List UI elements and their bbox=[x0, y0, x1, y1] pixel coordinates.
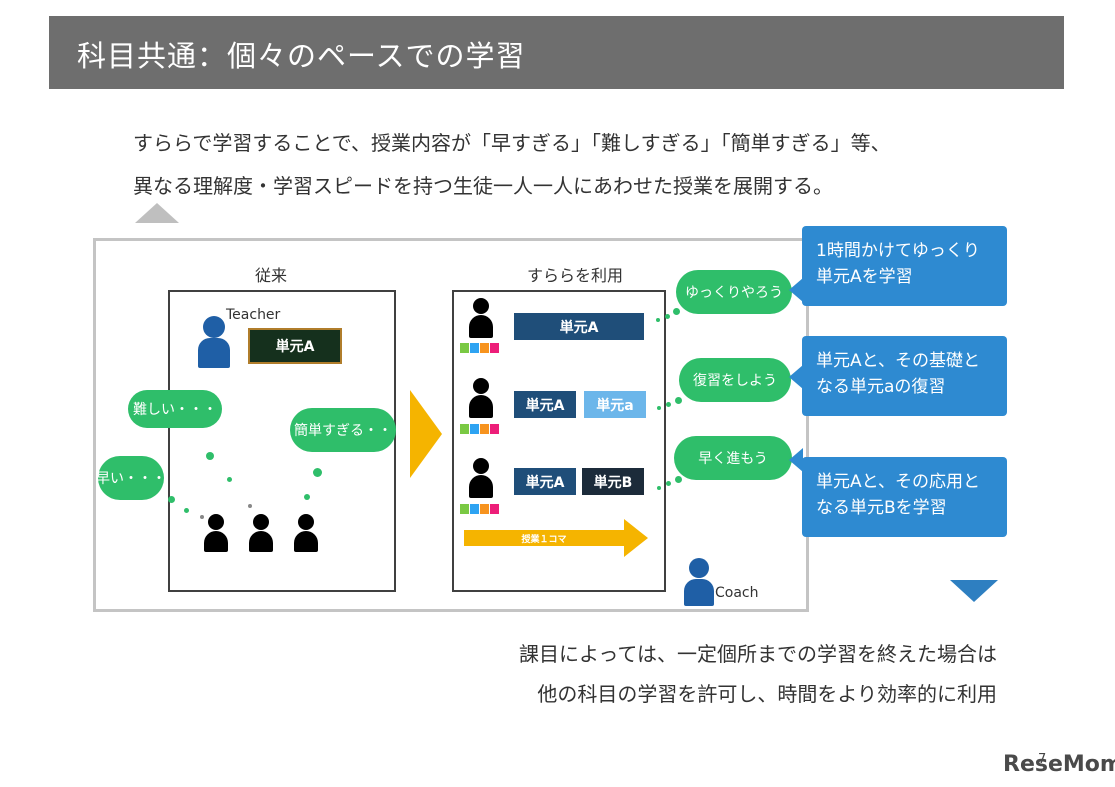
callout-pointer bbox=[789, 448, 803, 472]
thought-dot bbox=[248, 504, 252, 508]
header-bar: 科目共通：個々のペースでの学習 bbox=[49, 16, 1064, 89]
cloud-advance: 早く進もう bbox=[676, 438, 790, 478]
unit-block: 単元A bbox=[514, 313, 644, 340]
callout-pointer bbox=[789, 365, 803, 389]
surara-logo-icon bbox=[460, 343, 499, 353]
student-person-icon bbox=[469, 378, 493, 418]
thought-dot bbox=[675, 397, 682, 404]
brand-logo: ReseMom bbox=[1003, 752, 1115, 777]
thought-dot bbox=[673, 308, 680, 315]
diagram-frame bbox=[93, 238, 809, 612]
unit-block: 単元A bbox=[514, 468, 576, 495]
page-number: 7 bbox=[1038, 752, 1047, 767]
page-title: 科目共通：個々のペースでの学習 bbox=[77, 39, 526, 73]
thought-dot bbox=[656, 318, 660, 322]
cloud-slow: ゆっくりやろう bbox=[678, 272, 790, 312]
scroll-up-triangle bbox=[135, 203, 179, 223]
thought-dot bbox=[168, 496, 175, 503]
bottom-line-1: 課目によっては、一定個所までの学習を終えた場合は bbox=[519, 642, 997, 666]
callout-line: 単元Aと、その基礎と bbox=[816, 351, 980, 371]
surara-logo-icon bbox=[460, 504, 499, 514]
scroll-down-triangle bbox=[950, 580, 998, 602]
thought-dot bbox=[675, 476, 682, 483]
thought-dot bbox=[304, 494, 310, 500]
callout-advance: 単元Aと、その応用と なる単元Bを学習 bbox=[802, 457, 1007, 537]
thought-dot bbox=[184, 508, 189, 513]
traditional-heading: 従来 bbox=[255, 266, 288, 285]
thought-dot bbox=[657, 486, 661, 490]
surara-logo-icon bbox=[460, 424, 499, 434]
thought-dot bbox=[206, 452, 214, 460]
intro-line-2: 異なる理解度・学習スピードを持つ生徒一人一人にあわせた授業を展開する。 bbox=[133, 174, 833, 198]
transition-arrow bbox=[410, 390, 442, 478]
callout-pointer bbox=[789, 278, 803, 302]
unit-block: 単元a bbox=[584, 391, 646, 418]
cloud-review: 復習をしよう bbox=[681, 360, 789, 400]
callout-line: 1時間かけてゆっくり bbox=[816, 241, 980, 261]
class-period-arrow bbox=[464, 519, 648, 557]
teacher-label: Teacher bbox=[226, 307, 281, 323]
bottom-line-2: 他の科目の学習を許可し、時間をより効率的に利用 bbox=[537, 682, 997, 706]
surara-heading: すららを利用 bbox=[527, 266, 624, 285]
blackboard: 単元A bbox=[248, 328, 342, 364]
callout-line: 単元Aと、その応用と bbox=[816, 472, 980, 492]
cloud-difficult: 難しい・・・ bbox=[130, 392, 220, 426]
thought-dot bbox=[666, 402, 671, 407]
callout-review: 単元Aと、その基礎と なる単元aの復習 bbox=[802, 336, 1007, 416]
thought-dot bbox=[200, 515, 204, 519]
student-person-icon bbox=[294, 514, 318, 552]
class-period-label: 授業１コマ bbox=[521, 534, 567, 545]
thought-dot bbox=[313, 468, 322, 477]
teacher-person-icon bbox=[198, 316, 230, 368]
thought-dot bbox=[657, 406, 661, 410]
student-person-icon bbox=[469, 458, 493, 498]
student-person-icon bbox=[204, 514, 228, 552]
callout-line: 単元Aを学習 bbox=[816, 267, 913, 287]
thought-dot bbox=[666, 481, 671, 486]
cloud-fast: 早い・・・ bbox=[96, 458, 166, 498]
callout-line: なる単元aの復習 bbox=[816, 377, 946, 397]
intro-line-1: すららで学習することで、授業内容が「早すぎる」「難しすぎる」「簡単すぎる」等、 bbox=[133, 131, 891, 155]
student-person-icon bbox=[249, 514, 273, 552]
unit-block: 単元A bbox=[514, 391, 576, 418]
coach-label: Coach bbox=[715, 585, 759, 601]
coach-person-icon bbox=[684, 558, 714, 606]
student-person-icon bbox=[469, 298, 493, 338]
thought-dot bbox=[227, 477, 232, 482]
thought-dot bbox=[665, 314, 670, 319]
callout-slow: 1時間かけてゆっくり 単元Aを学習 bbox=[802, 226, 1007, 306]
cloud-too-easy: 簡単すぎる・・ bbox=[292, 410, 394, 450]
callout-line: なる単元Bを学習 bbox=[816, 498, 947, 518]
unit-block: 単元B bbox=[582, 468, 644, 495]
